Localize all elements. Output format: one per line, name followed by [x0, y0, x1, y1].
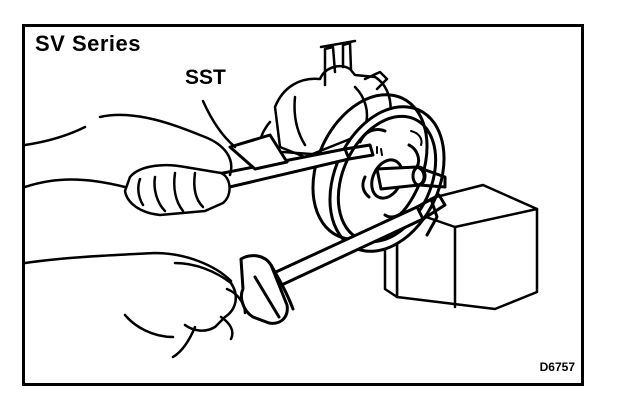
lower-hand	[25, 251, 247, 359]
upper-hand	[25, 113, 233, 217]
sst-callout-label: SST	[185, 66, 226, 89]
sst-leader-line	[201, 99, 237, 149]
torque-wrench	[239, 193, 447, 325]
figure-code: D6757	[539, 360, 575, 374]
figure-frame: SV Series SST D6757	[22, 24, 584, 386]
figure-title: SV Series	[35, 31, 142, 56]
shaft-socket	[375, 165, 447, 191]
illustration	[25, 39, 539, 359]
